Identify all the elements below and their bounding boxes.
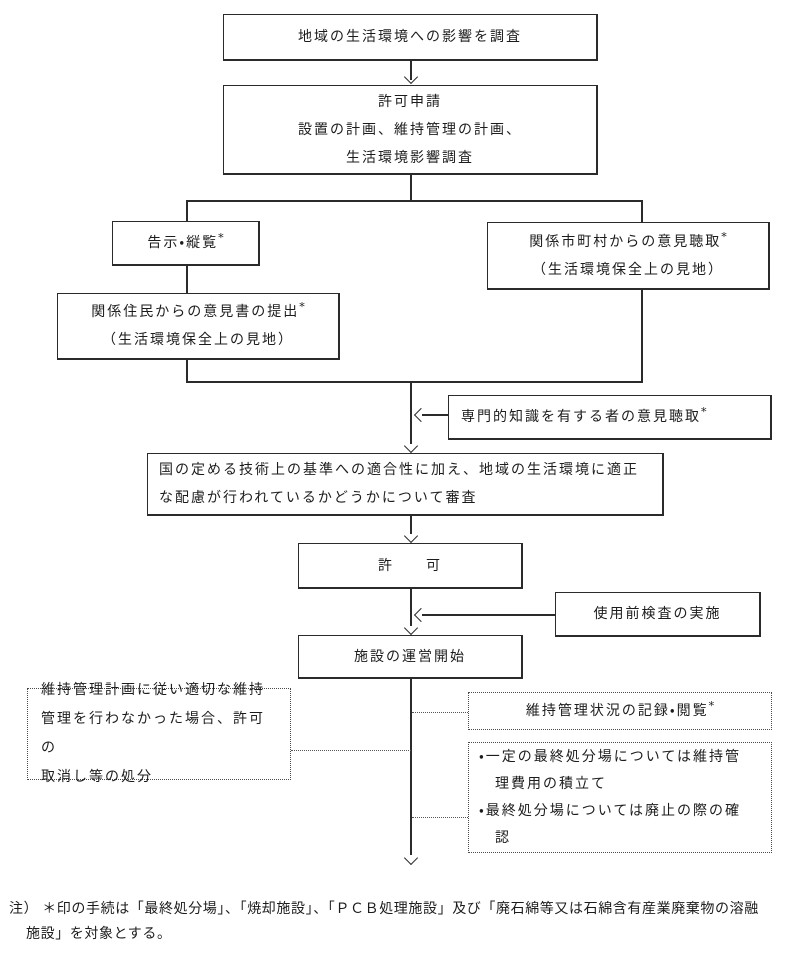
asterisk-mark: * [708, 699, 715, 713]
operation-start-box: 施設の運営開始 [298, 635, 523, 679]
connector-permit-to-operation [410, 589, 412, 626]
maintenance-records-box: 維持管理状況の記録・閲覧* [468, 692, 772, 730]
revocation-line: 管理を行わなかった場合、許可の [41, 711, 265, 756]
residents-opinions-box: 関係住民からの意見書の提出* （生活環境保全上の見地） [57, 293, 340, 360]
application-line: 生活環境影響調査 [346, 149, 474, 166]
connector-review-to-permit [410, 516, 412, 534]
survey-box: 地域の生活環境への影響を調査 [223, 14, 598, 61]
arrowhead-left-icon [413, 407, 429, 423]
asterisk-mark: * [721, 229, 727, 243]
landfill-obligations-line: ・最終処分場については廃止の際の確 [479, 802, 742, 819]
connector-operation-downward [410, 679, 412, 855]
review-line: 国の定める技術上の基準への適合性に加え、地域の生活環境に適正 [159, 462, 639, 478]
municipalities-hearing-sub: （生活環境保全上の見地） [532, 261, 724, 278]
residents-opinions-label: 関係住民からの意見書の提出* [91, 300, 305, 320]
connector-application-to-branch [410, 175, 412, 201]
connector-branch-to-municipalities [641, 200, 643, 223]
connector-residents-to-merge [186, 360, 188, 382]
residents-opinions-sub: （生活環境保全上の見地） [102, 332, 294, 348]
public-notice-label: 告示・縦覧* [147, 231, 224, 251]
revocation-line: 維持管理計画に従い適切な維持 [41, 682, 265, 698]
application-line: 許可申請 [378, 93, 442, 110]
merge-bottom-line [186, 381, 643, 383]
permit-box: 許 可 [298, 543, 523, 589]
pre-use-inspection-box: 使用前検査の実施 [555, 592, 761, 637]
expert-hearing-box: 専門的知識を有する者の意見聴取* [448, 395, 772, 440]
revocation-line: 取消し等の処分 [41, 769, 153, 785]
arrowhead-left-icon [413, 607, 429, 623]
review-line: な配慮が行われているかどうかについて審査 [159, 490, 478, 506]
pre-use-inspection-label: 使用前検査の実施 [593, 606, 722, 622]
asterisk-mark: * [701, 405, 707, 419]
connector-inspection-to-flow [422, 614, 555, 616]
landfill-obligations-box: ・一定の最終処分場については維持管 理費用の積立て ・最終処分場については廃止の… [468, 742, 772, 853]
dotted-link-revocation [291, 750, 411, 751]
footnote-line: 注）＊印の手続は「最終処分場」、「焼却施設」、「ＰＣＢ処理施設」及び「廃石綿等又… [9, 897, 791, 922]
landfill-obligations-line: 認 [479, 829, 511, 846]
arrowhead-down-icon [403, 528, 419, 544]
application-line: 設置の計画、維持管理の計画、 [298, 121, 522, 138]
operation-start-label: 施設の運営開始 [354, 648, 466, 665]
connector-branch-to-notice [186, 200, 188, 222]
arrowhead-down-icon [403, 69, 419, 85]
footnote-line: 施設」を対象とする。 [26, 926, 172, 942]
expert-hearing-label: 専門的知識を有する者の意見聴取* [461, 405, 707, 425]
footnote-label: 注） [9, 901, 39, 917]
asterisk-mark: * [218, 231, 224, 245]
dotted-link-obligations [412, 817, 468, 818]
survey-label: 地域の生活環境への影響を調査 [298, 29, 522, 45]
landfill-obligations-line: ・一定の最終処分場については維持管 [479, 748, 742, 765]
connector-experts-to-flow [422, 414, 448, 416]
permit-label: 許 可 [378, 557, 442, 574]
review-box: 国の定める技術上の基準への適合性に加え、地域の生活環境に適正 な配慮が行われてい… [147, 453, 664, 516]
revocation-box: 維持管理計画に従い適切な維持 管理を行わなかった場合、許可の 取消し等の処分 [27, 682, 291, 785]
dotted-link-records [412, 712, 468, 713]
arrowhead-down-icon [403, 438, 419, 454]
branch-top-line [186, 200, 643, 202]
connector-survey-to-application [410, 61, 412, 80]
connector-notice-to-residents [186, 266, 188, 294]
municipalities-hearing-box: 関係市町村からの意見聴取* （生活環境保全上の見地） [487, 222, 770, 290]
landfill-obligations-line: 理費用の積立て [479, 775, 607, 792]
arrowhead-down-icon [403, 850, 419, 866]
asterisk-mark: * [299, 300, 305, 314]
maintenance-records-label: 維持管理状況の記録・閲覧* [525, 699, 715, 719]
connector-merge-to-review [410, 381, 412, 444]
public-notice-box: 告示・縦覧* [112, 221, 260, 266]
footnote-text: ＊印の手続は「最終処分場」、「焼却施設」、「ＰＣＢ処理施設」及び「廃石綿等又は石… [42, 901, 759, 917]
application-box: 許可申請 設置の計画、維持管理の計画、 生活環境影響調査 [223, 85, 598, 175]
footnote: 注）＊印の手続は「最終処分場」、「焼却施設」、「ＰＣＢ処理施設」及び「廃石綿等又… [9, 897, 791, 947]
arrowhead-down-icon [403, 620, 419, 636]
municipalities-hearing-label: 関係市町村からの意見聴取* [529, 229, 727, 250]
connector-municipalities-to-merge [641, 290, 643, 382]
